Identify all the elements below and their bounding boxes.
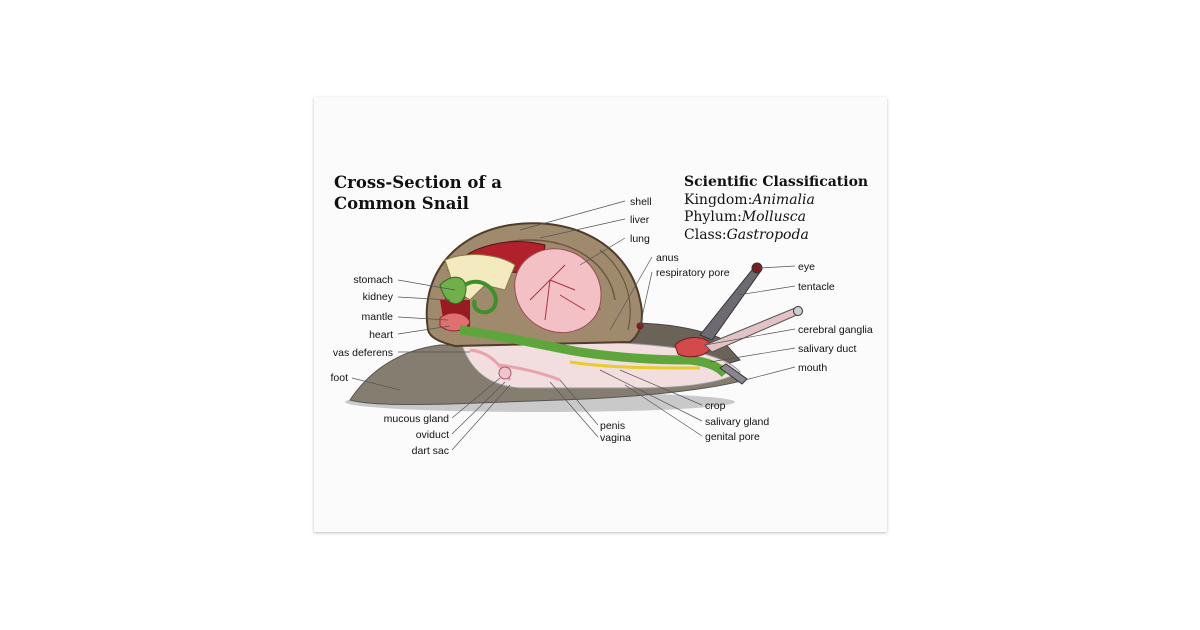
label-vagina: vagina [600, 432, 631, 444]
mouth-tentacle [719, 363, 748, 385]
leader-anus [609, 256, 653, 331]
diagram-title: Cross-Section of a Common Snail [334, 172, 502, 214]
label-tentacle: tentacle [798, 281, 835, 293]
shell-whorl [599, 249, 631, 331]
leader-vagina [549, 381, 599, 438]
leader-heart [397, 325, 451, 335]
leader-lines [351, 200, 796, 451]
phylum-value: Mollusca [741, 209, 806, 225]
kingdom-label: Kingdom: [684, 191, 753, 208]
label-mouth: mouth [798, 362, 827, 374]
kidney-organ [439, 276, 467, 305]
leader-foot [351, 377, 401, 391]
digestive-tract [459, 325, 729, 378]
label-kidney: kidney [363, 291, 394, 303]
title-line-1: Cross-Section of a [334, 173, 502, 192]
label-liver: liver [630, 214, 650, 226]
leader-tentacle [737, 285, 796, 296]
label-shell: shell [630, 196, 652, 208]
leader-mouth [744, 366, 796, 381]
label-genital-pore: genital pore [705, 431, 760, 443]
label-vas-deferens: vas deferens [333, 347, 393, 359]
phylum-label: Phylum: [684, 209, 742, 225]
salivary-gland-organ [569, 360, 701, 370]
leader-cerebral-ganglia [704, 328, 796, 346]
label-salivary-gland: salivary gland [705, 416, 769, 428]
label-lung: lung [630, 233, 650, 245]
leader-oviduct [451, 381, 506, 435]
leader-shell [519, 200, 626, 231]
title-line-2: Common Snail [334, 194, 469, 213]
classification-class: Class:Gastropoda [684, 227, 868, 245]
label-heart: heart [369, 329, 393, 341]
label-stomach: stomach [353, 274, 393, 286]
intestine-coil [463, 279, 498, 315]
label-penis: penis [600, 420, 625, 432]
label-anus: anus [656, 252, 679, 264]
leader-mucous-gland [451, 377, 501, 419]
scientific-classification: Scientific Classification Kingdom:Animal… [684, 174, 868, 244]
leader-eye [759, 265, 796, 269]
leader-stomach [397, 279, 456, 291]
lower-eye [793, 306, 803, 316]
leader-crop [619, 369, 703, 406]
label-crop: crop [705, 400, 726, 412]
leader-dart-sac [451, 384, 511, 451]
label-salivary-duct: salivary duct [798, 343, 856, 355]
leader-lung [579, 237, 626, 266]
label-cerebral-ganglia: cerebral ganglia [798, 324, 873, 336]
leader-liver [539, 218, 626, 239]
label-foot: foot [330, 372, 348, 384]
leader-penis [559, 379, 599, 426]
class-label: Class: [684, 226, 727, 243]
lung-veins [529, 264, 586, 321]
leader-salivary-gland [599, 369, 703, 422]
label-oviduct: oviduct [416, 429, 449, 441]
mucous-gland-organ [498, 366, 512, 380]
label-dart-sac: dart sac [412, 445, 449, 457]
leader-salivary-duct [709, 347, 796, 363]
label-eye: eye [798, 261, 815, 273]
label-respiratory-pore: respiratory pore [656, 267, 730, 279]
label-mucous-gland: mucous gland [384, 413, 450, 425]
classification-phylum: Phylum:Mollusca [684, 209, 868, 227]
leader-respiratory-pore [639, 271, 653, 327]
classification-heading: Scientific Classification [684, 174, 869, 190]
leader-kidney [397, 296, 451, 301]
class-value: Gastropoda [726, 226, 809, 243]
kingdom-value: Animalia [752, 191, 815, 208]
classification-kingdom: Kingdom:Animalia [684, 192, 868, 210]
label-mantle: mantle [361, 311, 393, 323]
lung-organ [514, 248, 602, 334]
leader-genital-pore [624, 384, 703, 437]
leader-mantle [397, 316, 449, 321]
